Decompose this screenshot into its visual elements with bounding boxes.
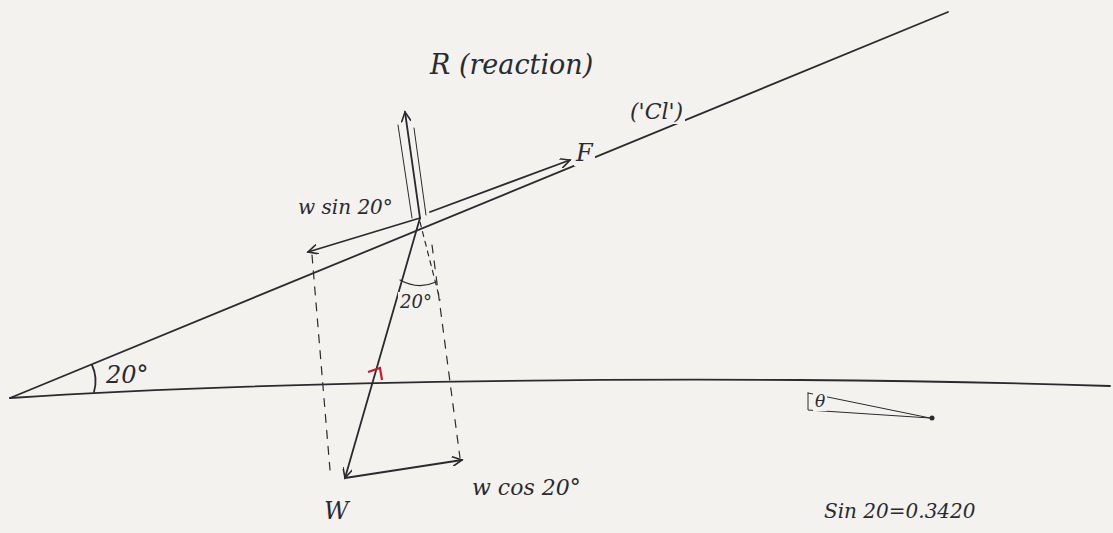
ground-line bbox=[10, 380, 1110, 398]
component-label: w cos 20° bbox=[470, 476, 583, 500]
reaction-label: R (reaction) bbox=[428, 50, 595, 80]
force-note: ('Cl') bbox=[628, 100, 685, 124]
angle-arc-small bbox=[400, 280, 436, 286]
dot bbox=[930, 416, 935, 421]
friction-arrow bbox=[430, 160, 570, 212]
theta-triangle bbox=[808, 393, 930, 418]
projection-line bbox=[432, 245, 460, 458]
wcos-arrow bbox=[345, 460, 462, 478]
force-label: F bbox=[574, 140, 595, 166]
component-label: w sin 20° bbox=[296, 196, 395, 218]
right-angle-mark bbox=[368, 368, 382, 380]
reaction-hatching bbox=[398, 125, 426, 218]
angle-symbol: θ bbox=[813, 392, 827, 411]
reaction-arrow bbox=[405, 112, 420, 218]
wsin-arrow bbox=[308, 218, 420, 252]
projection-line bbox=[312, 255, 330, 470]
note-label: Sin 20=0.3420 bbox=[822, 500, 978, 522]
weight-arrow bbox=[345, 218, 420, 478]
angle-arc bbox=[92, 365, 96, 392]
angle-label: 20° bbox=[104, 362, 151, 388]
normal-line bbox=[420, 222, 440, 300]
incline-line bbox=[10, 12, 948, 398]
angle-label: 20° bbox=[398, 292, 434, 312]
weight-label: W bbox=[322, 498, 351, 524]
